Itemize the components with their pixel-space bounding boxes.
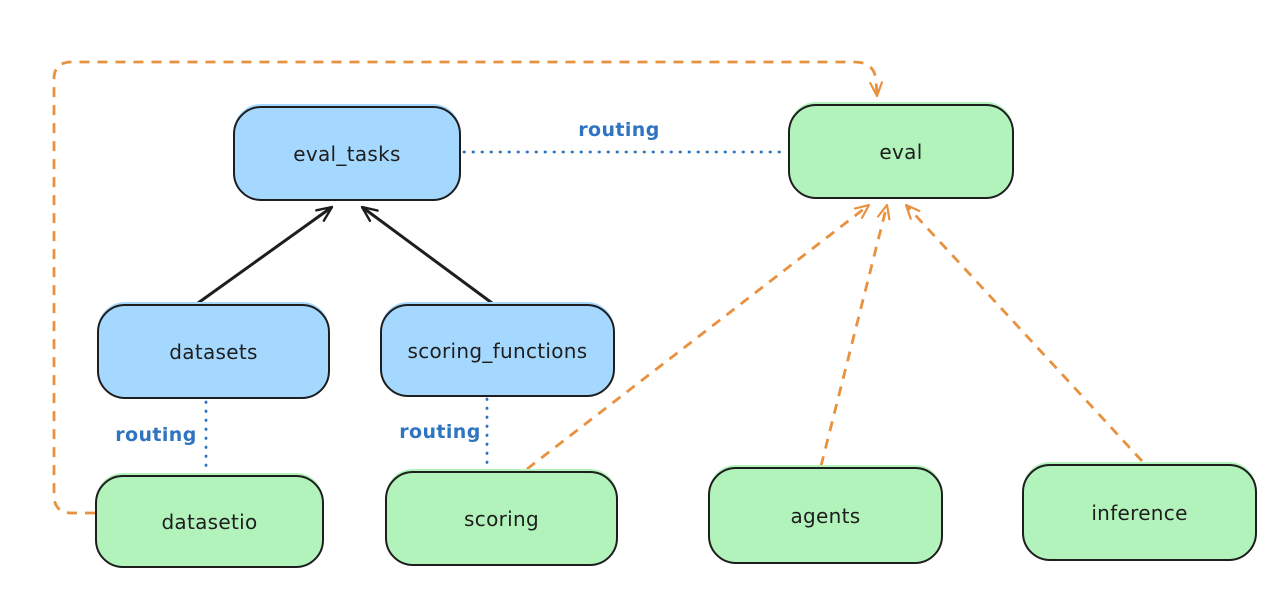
node-agents-label: agents	[790, 503, 861, 528]
edge-scoring-to-eval	[526, 203, 871, 471]
node-scoring: scoring	[385, 471, 618, 566]
node-scoring-functions-label: scoring_functions	[407, 338, 588, 363]
node-agents: agents	[708, 467, 943, 564]
node-eval: eval	[788, 104, 1014, 199]
edge-inference-to-eval	[904, 203, 1144, 462]
edge-label-routing-top: routing	[578, 119, 660, 141]
edge-agents-to-eval	[819, 203, 891, 467]
edge-label-routing-scoring: routing	[399, 421, 481, 443]
node-scoring-functions: scoring_functions	[380, 304, 615, 397]
node-eval-tasks: eval_tasks	[233, 106, 461, 201]
node-datasetio-label: datasetio	[161, 509, 258, 534]
node-eval-label: eval	[879, 139, 923, 164]
node-datasets-label: datasets	[169, 339, 258, 364]
edge-datasetio-to-eval	[52, 60, 884, 515]
node-scoring-label: scoring	[464, 506, 539, 531]
node-datasets: datasets	[97, 304, 330, 399]
node-inference: inference	[1022, 464, 1257, 561]
node-eval-tasks-label: eval_tasks	[293, 141, 401, 166]
node-inference-label: inference	[1091, 500, 1188, 525]
edge-scoring-functions-to-eval-tasks	[360, 205, 493, 305]
node-datasetio: datasetio	[95, 475, 324, 568]
edge-datasets-to-eval-tasks	[197, 205, 334, 305]
edge-label-routing-datasets: routing	[115, 424, 197, 446]
